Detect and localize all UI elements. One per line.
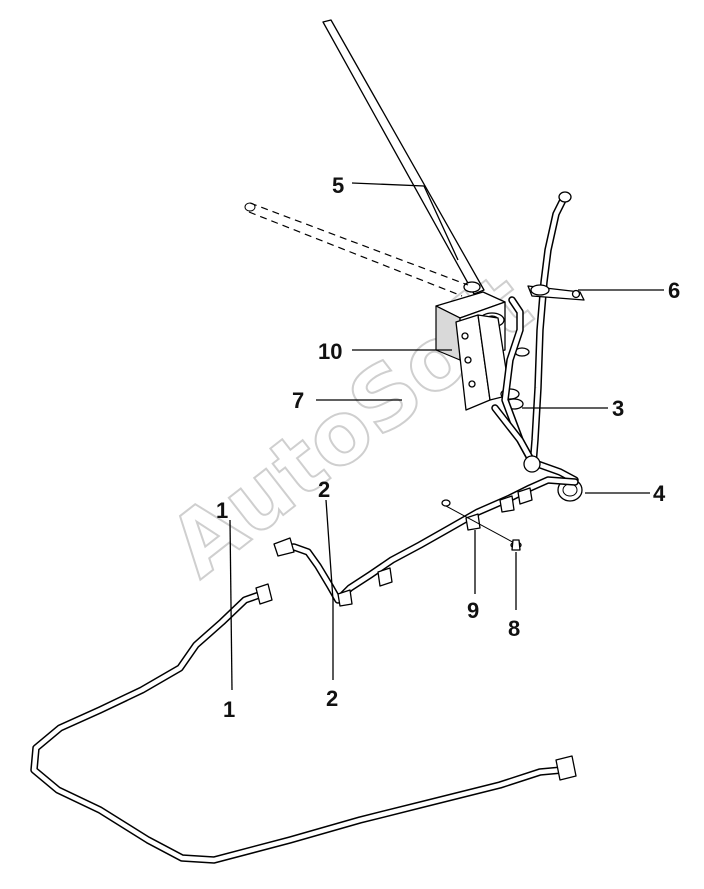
lever-alt-position bbox=[244, 202, 469, 297]
callout-6: 6 bbox=[668, 278, 680, 303]
valve-body bbox=[435, 291, 530, 411]
leader-lines bbox=[229, 182, 664, 691]
middle-pipe-2 bbox=[273, 476, 579, 607]
callout-2-bottom: 2 bbox=[326, 686, 338, 711]
callout-2-top: 2 bbox=[318, 477, 330, 502]
brake-pipe-3 bbox=[491, 296, 579, 484]
callout-labels: 5 6 10 7 3 4 2 1 9 8 2 1 bbox=[216, 173, 680, 722]
callout-1-top: 1 bbox=[216, 498, 228, 523]
callout-8: 8 bbox=[508, 616, 520, 641]
long-pipe-1 bbox=[30, 583, 577, 864]
callout-7: 7 bbox=[292, 388, 304, 413]
clamp-bolt-9-8 bbox=[441, 499, 522, 551]
callout-10: 10 bbox=[318, 339, 342, 364]
callout-1-bottom: 1 bbox=[223, 697, 235, 722]
callout-3: 3 bbox=[612, 396, 624, 421]
lever-rod bbox=[322, 19, 485, 295]
callout-4: 4 bbox=[653, 481, 666, 506]
upper-pipe-bracket bbox=[527, 191, 585, 469]
callout-9: 9 bbox=[467, 598, 479, 623]
callout-5: 5 bbox=[332, 173, 344, 198]
